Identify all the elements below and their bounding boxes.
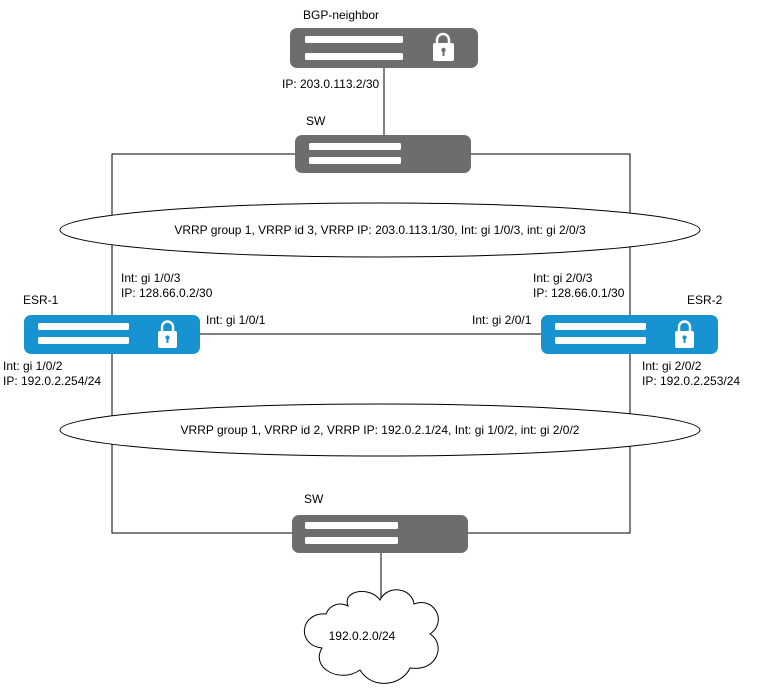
sw-bottom-title: SW [304,492,324,506]
port-bar [305,36,403,43]
sw-top-body [295,135,471,173]
cloud-label: 192.0.2.0/24 [329,629,396,643]
port-bar [555,323,646,330]
lock-icon [158,320,177,348]
port-bar [309,143,401,150]
port-bar [555,337,646,344]
port-bar [38,323,129,330]
esr1-uplink-int: Int: gi 1/0/3 [121,271,181,285]
bgp-neighbor-ip: IP: 203.0.113.2/30 [282,77,380,91]
link-sw-top-to-esr1 [111,153,297,317]
esr2-title: ESR-2 [687,293,723,307]
port-bar [305,522,398,529]
sw-top-device[interactable] [295,135,471,173]
esr2-link-int: Int: gi 2/0/1 [472,313,532,327]
esr1-downlink-ip: IP: 192.0.2.254/24 [3,374,101,388]
esr2-uplink-int: Int: gi 2/0/3 [533,271,593,285]
esr1-downlink-int: Int: gi 1/0/2 [3,359,63,373]
cloud-icon [304,589,439,684]
lock-icon [675,320,694,348]
bgp-neighbor-title: BGP-neighbor [303,8,379,22]
esr2-downlink-int: Int: gi 2/0/2 [642,359,702,373]
lock-icon [433,32,454,61]
vrrp-upper-ellipse [59,202,701,258]
link-esr2-to-sw-bottom [467,352,631,534]
esr1-uplink-ip: IP: 128.66.0.2/30 [121,286,213,300]
esr1-link-int: Int: gi 1/0/1 [206,313,266,327]
vrrp-lower-label: VRRP group 1, VRRP id 2, VRRP IP: 192.0.… [181,423,580,437]
esr2-downlink-ip: IP: 192.0.2.253/24 [642,374,740,388]
link-sw-top-to-esr2 [470,153,631,317]
port-bar [305,537,398,544]
port-bar [309,157,401,164]
esr2-uplink-ip: IP: 128.66.0.1/30 [533,286,625,300]
esr1-device[interactable] [24,315,200,354]
sw-bottom-body [292,515,468,553]
vrrp-lower-ellipse [59,403,701,457]
connections [111,68,631,603]
esr2-device[interactable] [541,315,718,354]
sw-bottom-device[interactable] [292,515,468,553]
port-bar [305,53,403,60]
vrrp-upper-label: VRRP group 1, VRRP id 3, VRRP IP: 203.0.… [174,223,586,237]
link-esr1-to-sw-bottom [111,352,293,534]
sw-top-title: SW [306,114,326,128]
esr1-title: ESR-1 [23,293,59,307]
port-bar [38,337,129,344]
bgp-neighbor-device[interactable] [290,28,478,68]
